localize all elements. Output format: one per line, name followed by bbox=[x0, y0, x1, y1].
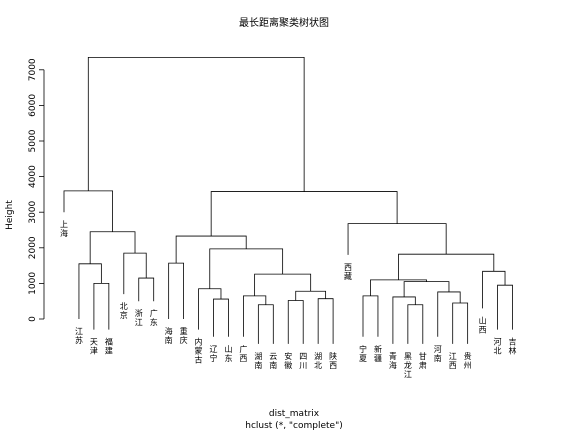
leaf-label: 北京 bbox=[120, 302, 128, 320]
leaf-label: 陕西 bbox=[329, 351, 337, 370]
merge-link bbox=[87, 56, 305, 192]
leaf-label: 黑龙江 bbox=[404, 352, 412, 379]
leaf-label: 安徽 bbox=[284, 351, 292, 370]
merge-link bbox=[392, 296, 416, 344]
leaf-label: 贵州 bbox=[464, 351, 472, 370]
merge-link bbox=[209, 248, 284, 289]
y-tick-label: 6000 bbox=[28, 94, 38, 117]
merge-link bbox=[123, 252, 147, 295]
leaf-label: 河北 bbox=[494, 337, 502, 356]
leaf-label: 上海 bbox=[60, 220, 68, 238]
y-axis-title: Height bbox=[5, 200, 15, 230]
y-tick-label: 5000 bbox=[28, 129, 38, 152]
leaf-label: 四川 bbox=[299, 352, 307, 370]
leaf-label: 内蒙古 bbox=[195, 337, 203, 365]
merge-link bbox=[175, 235, 247, 264]
merge-link bbox=[138, 277, 155, 302]
leaf-label: 辽宁 bbox=[210, 345, 218, 363]
y-tick-label: 2000 bbox=[28, 236, 38, 259]
merge-link bbox=[198, 288, 222, 330]
merge-link bbox=[254, 273, 312, 296]
merge-link bbox=[213, 298, 229, 337]
merge-link bbox=[78, 263, 102, 319]
leaf-label: 西藏 bbox=[344, 263, 352, 281]
merge-link bbox=[362, 295, 379, 337]
y-tick-label: 4000 bbox=[28, 165, 38, 188]
y-axis: 0 1000 2000 3000 4000 5000 6000 7000 bbox=[28, 58, 45, 322]
merge-link bbox=[257, 304, 274, 344]
leaf-label: 江苏 bbox=[75, 327, 83, 345]
leaf-label: 新疆 bbox=[374, 344, 382, 363]
merge-link bbox=[168, 262, 184, 319]
leaf-label: 广东 bbox=[150, 308, 158, 327]
leaf-label: 宁夏 bbox=[359, 344, 367, 363]
leaf-label: 海南 bbox=[165, 326, 173, 345]
leaf-label: 云南 bbox=[269, 352, 277, 370]
merge-link bbox=[437, 291, 461, 337]
merge-link bbox=[398, 253, 495, 280]
y-tick-label: 1000 bbox=[28, 272, 38, 295]
leaf-label: 广西 bbox=[239, 344, 247, 363]
merge-link bbox=[347, 223, 447, 255]
leaf-label: 湖南 bbox=[254, 352, 262, 370]
chart-title: 最长距离聚类树状图 bbox=[239, 16, 329, 29]
merge-link bbox=[452, 302, 469, 344]
leaf-label: 福建 bbox=[105, 338, 113, 356]
leaf-labels: 上海江苏天津福建北京浙江广东海南重庆内蒙古辽宁山东广西湖南云南安徽四川湖北陕西 西… bbox=[60, 220, 517, 379]
merge-link bbox=[317, 298, 334, 344]
y-tick-label: 0 bbox=[28, 316, 38, 322]
merge-link bbox=[63, 190, 113, 232]
merge-link bbox=[407, 304, 424, 344]
leaf-label: 吉林 bbox=[509, 338, 517, 356]
merge-link bbox=[482, 270, 506, 309]
merge-link bbox=[210, 191, 398, 237]
dendrogram-tree bbox=[63, 56, 513, 344]
leaf-label: 河南 bbox=[434, 344, 442, 363]
leaf-label: 浙江 bbox=[135, 308, 143, 327]
merge-link bbox=[497, 284, 513, 330]
leaf-label: 甘肃 bbox=[419, 351, 427, 370]
y-tick-label: 7000 bbox=[28, 58, 38, 81]
leaf-label: 江西 bbox=[449, 352, 457, 370]
leaf-label: 重庆 bbox=[180, 326, 188, 345]
merge-link bbox=[287, 300, 304, 344]
merge-link bbox=[93, 283, 110, 330]
merge-link bbox=[370, 279, 427, 296]
leaf-label: 天津 bbox=[90, 338, 98, 356]
y-tick-label: 3000 bbox=[28, 200, 38, 223]
merge-link bbox=[243, 295, 267, 337]
leaf-label: 湖北 bbox=[314, 352, 322, 370]
merge-link bbox=[403, 281, 450, 297]
leaf-label: 山东 bbox=[224, 344, 232, 363]
x-axis-title: dist_matrix bbox=[269, 409, 320, 419]
method-subtitle: hclust (*, "complete") bbox=[245, 421, 343, 431]
leaf-label: 青海 bbox=[389, 351, 397, 370]
merge-link bbox=[89, 231, 136, 264]
leaf-label: 山西 bbox=[479, 315, 487, 334]
